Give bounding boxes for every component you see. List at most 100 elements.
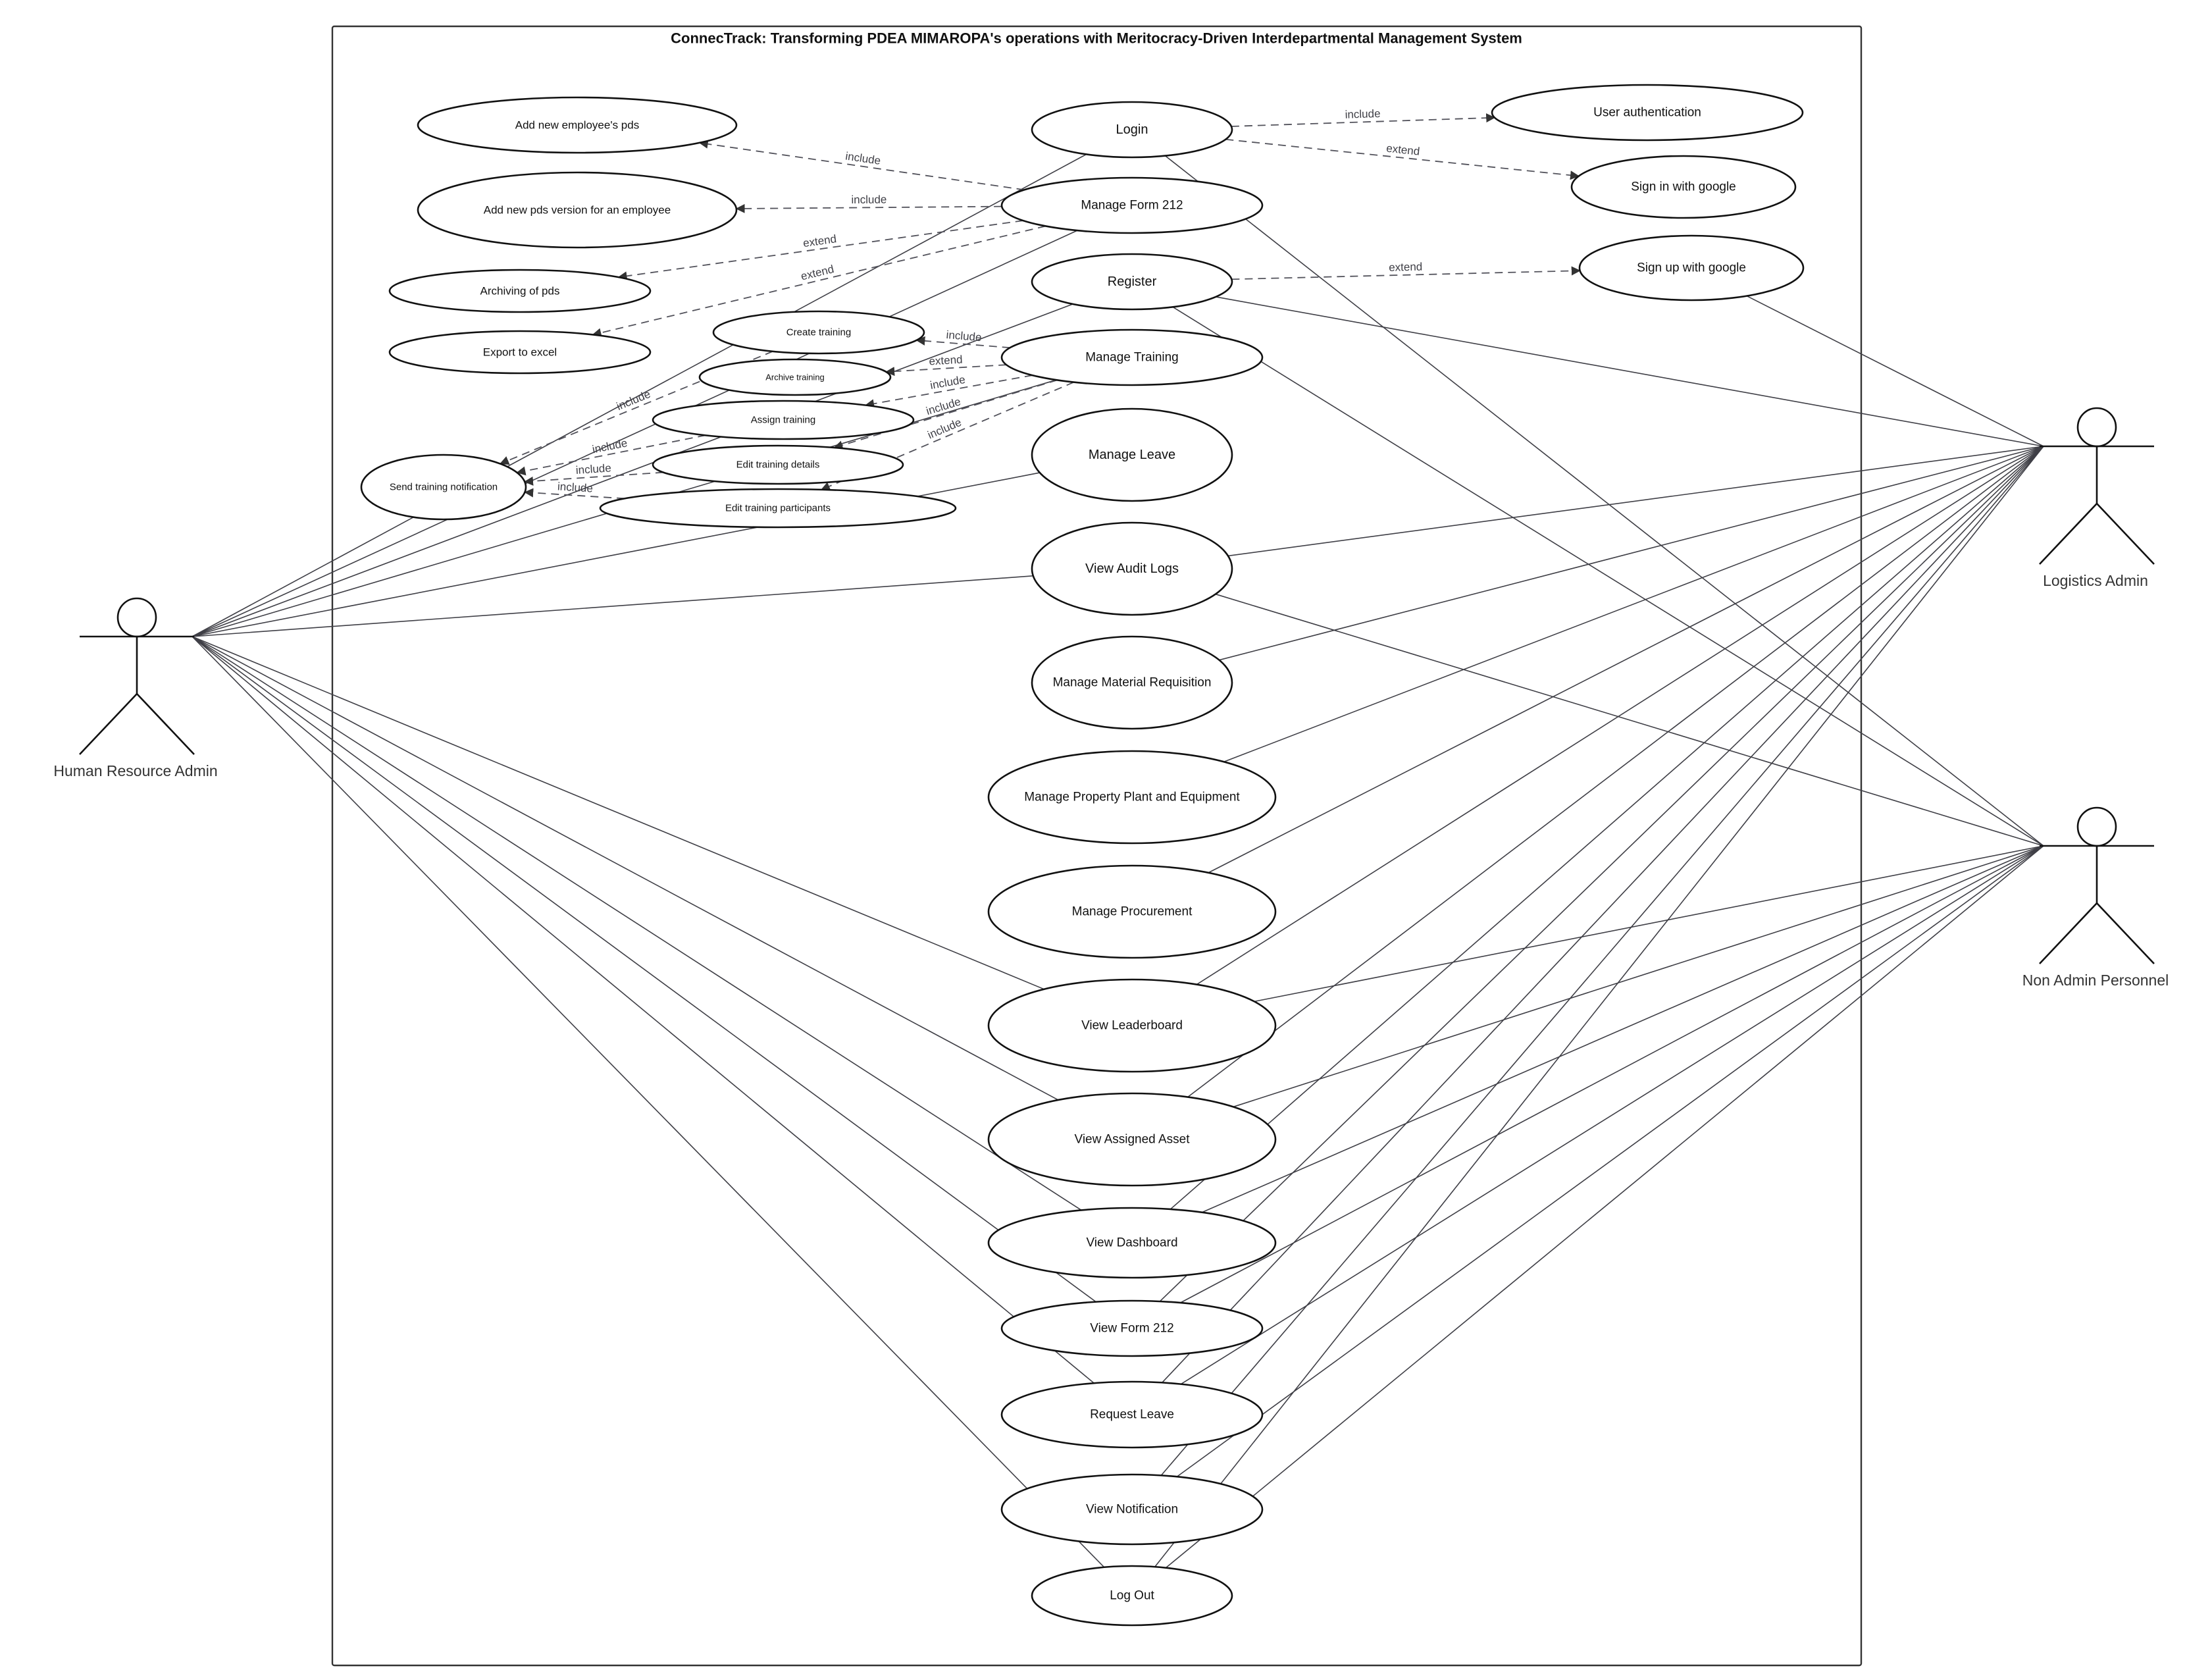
use-case-ellipse[interactable] <box>1000 1299 1264 1357</box>
association-log-mmr <box>1219 446 2044 661</box>
use-case-ellipse[interactable] <box>712 310 925 355</box>
use-case-signup[interactable]: Sign up with google <box>1578 234 1805 301</box>
association-hr-vf212 <box>192 636 1096 1303</box>
use-case-userauth[interactable]: User authentication <box>1491 84 1804 142</box>
use-case-archtr[interactable]: Archive training <box>698 358 892 396</box>
use-case-ellipse[interactable] <box>1491 84 1804 142</box>
use-case-ellipse[interactable] <box>1000 176 1264 234</box>
use-case-ellipse[interactable] <box>417 96 738 154</box>
use-case-archpds[interactable]: Archiving of pds <box>388 269 652 313</box>
use-case-assign[interactable]: Assign training <box>652 400 915 440</box>
use-case-mppe[interactable]: Manage Property Plant and Equipment <box>987 750 1277 845</box>
use-case-ellipse[interactable] <box>1031 635 1233 730</box>
use-case-ellipse[interactable] <box>987 750 1277 845</box>
use-case-label: Sign up with google <box>1637 261 1746 275</box>
use-case-dash[interactable]: View Dashboard <box>987 1207 1277 1279</box>
use-case-vf212[interactable]: View Form 212 <box>1000 1299 1264 1357</box>
association-log-vf212 <box>1159 446 2044 1302</box>
use-case-ellipse[interactable] <box>388 269 652 313</box>
use-case-mproc[interactable]: Manage Procurement <box>987 864 1277 959</box>
association-nap-dash <box>1201 845 2044 1213</box>
use-case-signin[interactable]: Sign in with google <box>1570 155 1797 219</box>
association-nap-notif <box>1176 845 2044 1477</box>
use-case-label: View Leaderboard <box>1081 1019 1183 1033</box>
association-nap-asset <box>1233 845 2044 1108</box>
dependency-mf212-addpds <box>698 139 1025 191</box>
use-case-addpds[interactable]: Add new employee's pds <box>417 96 738 154</box>
use-case-ellipse[interactable] <box>1570 155 1797 219</box>
actor-left-leg <box>2039 902 2097 964</box>
use-case-create[interactable]: Create training <box>712 310 925 355</box>
use-case-label: Create training <box>786 327 851 338</box>
use-case-leader[interactable]: View Leaderboard <box>987 978 1277 1073</box>
dependency-create-sendnotif <box>500 350 773 465</box>
use-case-label: Add new pds version for an employee <box>484 204 671 217</box>
use-case-label: Manage Property Plant and Equipment <box>1024 791 1240 804</box>
use-case-ellipse[interactable] <box>388 330 652 375</box>
use-case-logout[interactable]: Log Out <box>1031 1565 1233 1627</box>
use-case-mleave[interactable]: Manage Leave <box>1031 407 1233 502</box>
system-title: ConnecTrack: Transforming PDEA MIMAROPA'… <box>671 30 1522 47</box>
dependency-assign-sendnotif <box>516 434 706 476</box>
use-case-audit[interactable]: View Audit Logs <box>1031 521 1233 616</box>
association-hr-asset <box>192 636 1059 1101</box>
use-case-register[interactable]: Register <box>1031 253 1233 311</box>
actor-hr[interactable]: Human Resource Admin <box>53 597 218 779</box>
use-case-mf212[interactable]: Manage Form 212 <box>1000 176 1264 234</box>
use-case-rleave[interactable]: Request Leave <box>1000 1380 1264 1449</box>
association-log-register <box>1216 296 2044 447</box>
actor-right-leg <box>2096 503 2155 565</box>
association-hr-register <box>192 303 1073 637</box>
use-case-editpart[interactable]: Edit training participants <box>599 488 957 529</box>
dependency-mtraining-create <box>915 336 1010 349</box>
association-nap-vf212 <box>1180 845 2044 1303</box>
association-nap-leader <box>1254 845 2044 1003</box>
actor-log[interactable]: Logistics Admin <box>2039 407 2155 589</box>
use-case-ellipse[interactable] <box>1000 1380 1264 1449</box>
use-case-ellipse[interactable] <box>698 358 892 396</box>
use-case-ellipse[interactable] <box>1031 407 1233 502</box>
use-case-mmr[interactable]: Manage Material Requisition <box>1031 635 1233 730</box>
association-lines <box>192 153 2044 1569</box>
use-case-ellipse[interactable] <box>987 1092 1277 1187</box>
use-case-ellipse[interactable] <box>1000 328 1264 386</box>
use-case-ellipse[interactable] <box>652 400 915 440</box>
use-case-ellipse[interactable] <box>652 444 904 485</box>
use-case-ellipse[interactable] <box>1031 521 1233 616</box>
association-log-mppe <box>1223 446 2044 762</box>
use-case-ellipse[interactable] <box>417 171 738 249</box>
use-case-asset[interactable]: View Assigned Asset <box>987 1092 1277 1187</box>
use-case-ellipse[interactable] <box>1000 1473 1264 1546</box>
association-log-dash <box>1170 446 2044 1210</box>
use-case-ellipse[interactable] <box>360 454 527 521</box>
use-case-sendnotif[interactable]: Send training notification <box>360 454 527 521</box>
use-case-export[interactable]: Export to excel <box>388 330 652 375</box>
use-case-label: Send training notification <box>390 482 498 493</box>
use-case-ellipse[interactable] <box>1031 101 1233 159</box>
use-case-ellipse[interactable] <box>1031 1565 1233 1627</box>
use-case-ellipse[interactable] <box>1578 234 1805 301</box>
use-case-ellipse[interactable] <box>599 488 957 529</box>
use-case-label: Archive training <box>765 373 825 382</box>
dependency-login-userauth <box>1231 113 1496 127</box>
use-case-ellipse[interactable] <box>987 1207 1277 1279</box>
actor-nap[interactable]: Non Admin Personnel <box>2022 806 2169 989</box>
dependency-editdet-sendnotif <box>524 471 664 486</box>
use-case-ellipse[interactable] <box>987 978 1277 1073</box>
use-case-label: View Assigned Asset <box>1075 1133 1191 1147</box>
use-case-mtraining[interactable]: Manage Training <box>1000 328 1264 386</box>
use-case-ellipse[interactable] <box>987 864 1277 959</box>
association-log-signup <box>1746 295 2044 447</box>
use-case-login[interactable]: Login <box>1031 101 1233 159</box>
use-case-notif[interactable]: View Notification <box>1000 1473 1264 1546</box>
association-log-audit <box>1227 446 2044 557</box>
use-case-label: Export to excel <box>483 346 557 359</box>
actor-left-leg <box>79 693 138 755</box>
actor-right-leg <box>2096 902 2155 964</box>
dependency-label: extend <box>1389 261 1422 274</box>
use-case-addver[interactable]: Add new pds version for an employee <box>417 171 738 249</box>
use-case-editdet[interactable]: Edit training details <box>652 444 904 485</box>
use-case-label: Manage Form 212 <box>1081 199 1183 213</box>
use-case-ellipse[interactable] <box>1031 253 1233 311</box>
